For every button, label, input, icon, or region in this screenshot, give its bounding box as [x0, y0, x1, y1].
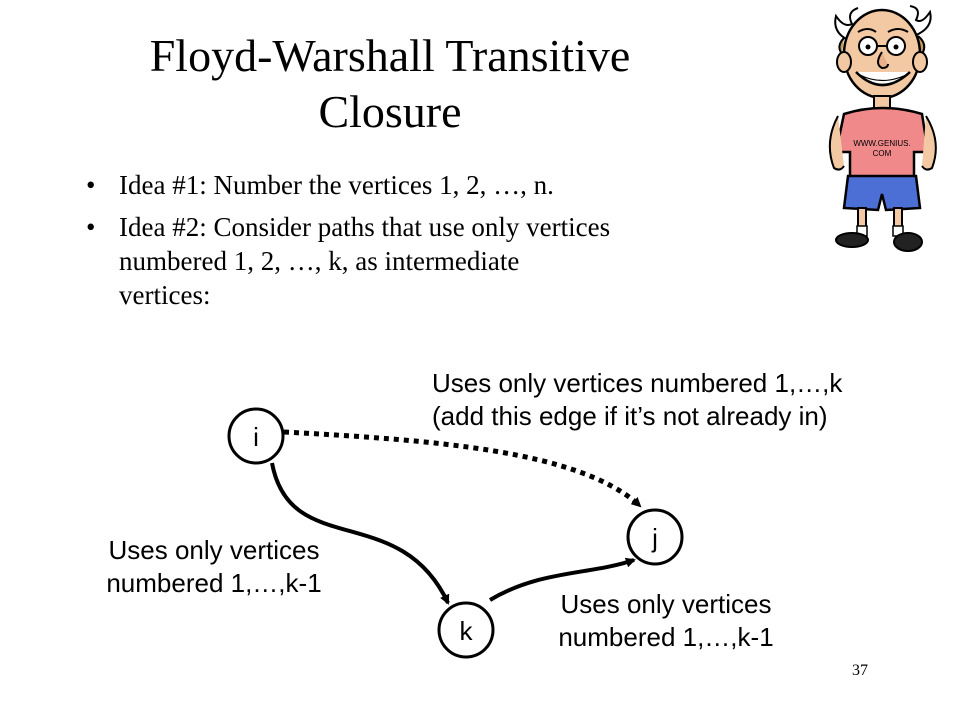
edge-k-j — [488, 557, 636, 602]
edge-i-k — [270, 462, 450, 605]
bullet-marker: • — [86, 212, 96, 242]
direct-edge-label-line-1: Uses only vertices numbered 1,…,k — [432, 368, 843, 398]
node-i: i — [227, 407, 285, 465]
page-number: 37 — [852, 662, 868, 679]
genius-cartoon: WWW.GENIUS. COM — [828, 5, 937, 252]
bullet-marker: • — [86, 170, 96, 200]
bullet-item: • Idea #2: Consider paths that use only … — [86, 210, 806, 312]
shirt-text-line-1: WWW.GENIUS. — [853, 139, 910, 148]
kj-edge-label-line-2: numbered 1,…,k-1 — [558, 622, 773, 652]
bullet-line: Idea #2: Consider paths that use only ve… — [119, 212, 611, 242]
node-k-label: k — [460, 616, 474, 646]
ik-edge-label-line-2: numbered 1,…,k-1 — [106, 568, 321, 598]
ik-edge-label-line-1: Uses only vertices — [109, 535, 320, 565]
bullet-item: • Idea #1: Number the vertices 1, 2, …, … — [86, 168, 806, 202]
node-j: j — [626, 508, 684, 566]
bullet-line: vertices: — [119, 280, 211, 310]
title-line-1: Floyd-Warshall Transitive — [149, 30, 631, 81]
direct-edge-label-line-2: (add this edge if it’s not already in) — [432, 401, 828, 431]
bullet-list: • Idea #1: Number the vertices 1, 2, …, … — [86, 168, 806, 320]
title-line-2: Closure — [318, 86, 462, 137]
slide-title: Floyd-Warshall Transitive Closure — [60, 28, 720, 140]
bullet-line: numbered 1, 2, …, k, as intermediate — [119, 246, 520, 276]
kj-edge-label-line-1: Uses only vertices — [561, 589, 772, 619]
node-i-label: i — [253, 422, 259, 452]
node-j-label: j — [651, 523, 658, 553]
bullet-line: Idea #1: Number the vertices 1, 2, …, n. — [119, 170, 554, 200]
shirt-text-line-2: COM — [873, 149, 892, 158]
node-k: k — [437, 601, 495, 659]
edge-i-j-dotted — [283, 429, 642, 508]
